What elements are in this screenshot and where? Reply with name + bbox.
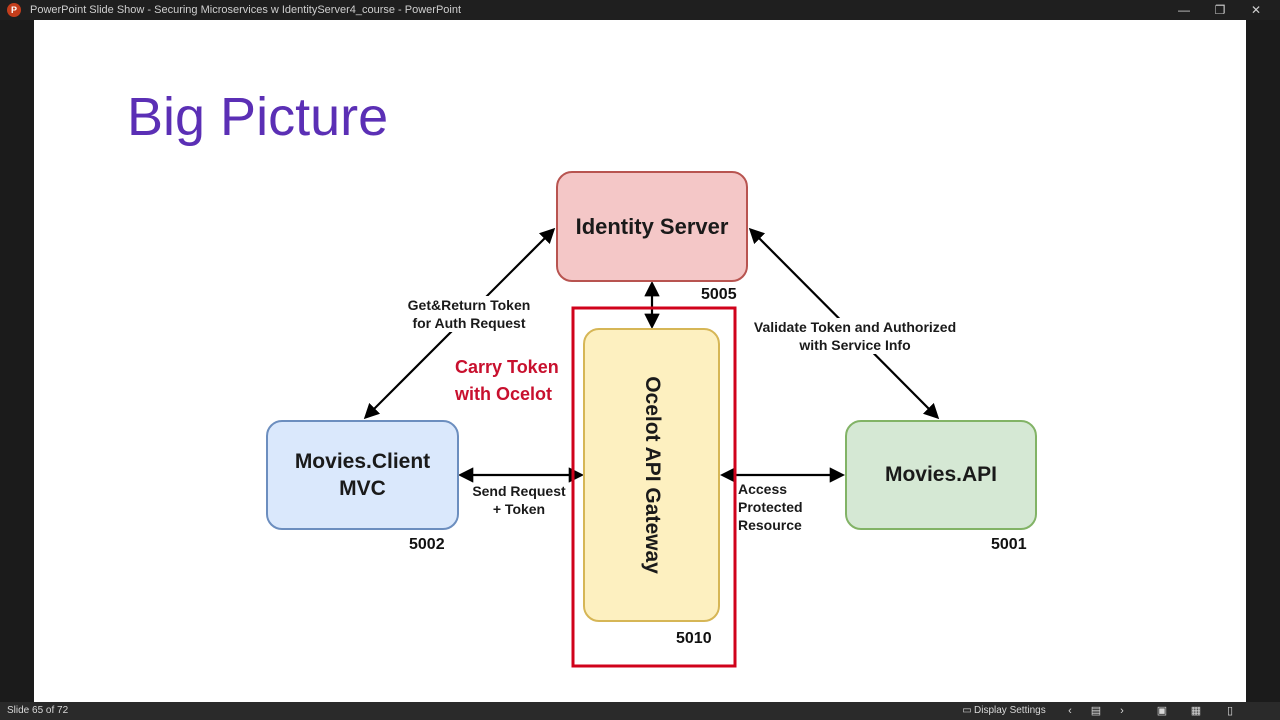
identity-server-box: Identity Server — [556, 171, 748, 282]
powerpoint-app-icon: P — [7, 3, 21, 17]
edge-label-send-request: Send Request + Token — [472, 483, 566, 517]
edge-label-get-token: Get&Return Token for Auth Request — [394, 296, 544, 332]
display-settings-icon[interactable]: ▭ — [962, 705, 972, 716]
movies-api-box: Movies.API — [845, 420, 1037, 530]
window-title-bar: P PowerPoint Slide Show - Securing Micro… — [0, 0, 1280, 20]
identity-server-port: 5005 — [701, 286, 737, 303]
normal-view-icon[interactable]: ▣ — [1156, 705, 1168, 717]
movies-client-label-mvc: MVC — [339, 477, 386, 500]
reading-view-icon[interactable]: ▯ — [1226, 705, 1234, 717]
movies-client-box: Movies.Client MVC — [266, 420, 459, 530]
slide-counter: Slide 65 of 72 — [7, 705, 69, 716]
slide-title: Big Picture — [127, 87, 389, 147]
window-title: PowerPoint Slide Show - Securing Microse… — [30, 4, 462, 16]
movies-api-port: 5001 — [991, 536, 1027, 553]
previous-icon[interactable]: ‹ — [1068, 705, 1072, 717]
next-icon[interactable]: › — [1120, 705, 1124, 717]
gateway-port: 5010 — [676, 630, 712, 647]
movies-client-port: 5002 — [409, 536, 445, 553]
edge-label-access-resource: Access Protected Resource — [738, 481, 803, 533]
carry-token-note: Carry Token with Ocelot — [455, 357, 559, 404]
gateway-box: Ocelot API Gateway — [583, 328, 720, 622]
minimize-button[interactable]: — — [1178, 3, 1190, 17]
slide-canvas[interactable]: Big Picture Identity Server 5005 Ocelot … — [34, 20, 1246, 702]
movies-client-label: Movies.Client — [294, 450, 431, 473]
movies-api-label: Movies.API — [884, 463, 998, 486]
gateway-label: Ocelot API Gateway — [640, 376, 664, 574]
gateway-highlight-frame — [571, 306, 737, 668]
close-button[interactable]: ✕ — [1250, 3, 1262, 17]
identity-server-label: Identity Server — [575, 213, 729, 239]
slide-sorter-icon[interactable]: ▦ — [1190, 705, 1202, 717]
restore-button[interactable]: ❐ — [1214, 3, 1226, 17]
edge-label-validate-token: Validate Token and Authorized with Servi… — [740, 318, 970, 354]
notes-icon[interactable]: ▤ — [1090, 705, 1102, 717]
status-bar: Slide 65 of 72 ▭ Display Settings ‹ ▤ › … — [0, 702, 1280, 720]
display-settings-button[interactable]: Display Settings — [974, 705, 1046, 716]
